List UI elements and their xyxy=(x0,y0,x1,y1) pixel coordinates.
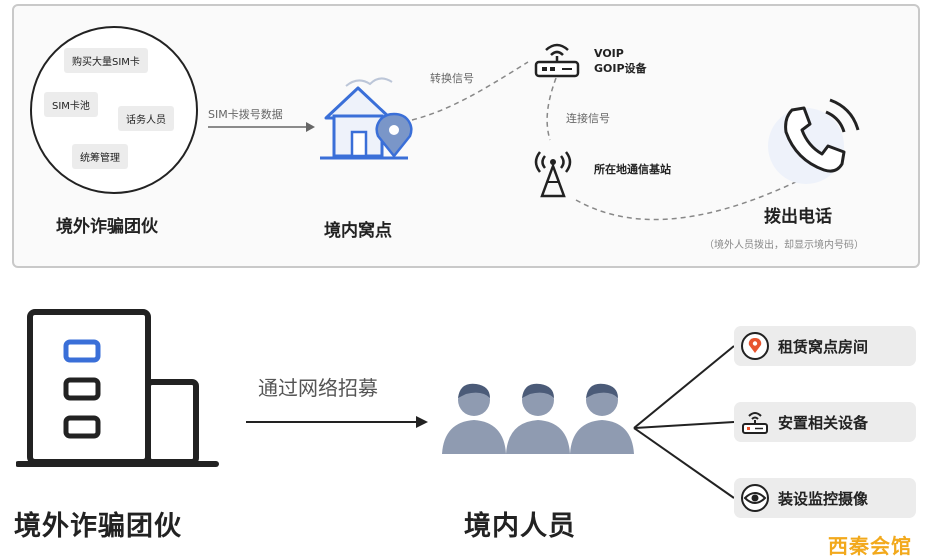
sim-dial-label: SIM卡拨号数据 xyxy=(208,108,283,121)
gang-label-top: 境外诈骗团伙 xyxy=(56,217,158,237)
eye-icon xyxy=(740,483,770,513)
action-install-devices: 安置相关设备 xyxy=(734,402,916,442)
action-install-cameras: 装设监控摄像 xyxy=(734,478,916,518)
connect-signal-label: 连接信号 xyxy=(566,112,610,125)
cell-tower-icon xyxy=(534,151,572,198)
action-label: 装设监控摄像 xyxy=(778,489,869,508)
action-label: 租赁窝点房间 xyxy=(778,337,869,356)
tag-operators: 话务人员 xyxy=(118,106,174,131)
action-label: 安置相关设备 xyxy=(778,413,869,432)
location-pin-icon xyxy=(740,331,770,361)
phone-icon xyxy=(768,98,860,184)
dial-out-label: 拨出电话 xyxy=(764,207,832,227)
device-label: VOIP GOIP设备 xyxy=(594,46,647,76)
gang-label-bottom: 境外诈骗团伙 xyxy=(14,511,182,542)
device-label-voip: VOIP xyxy=(594,47,624,60)
tag-sim-pool: SIM卡池 xyxy=(44,92,98,117)
people-label: 境内人员 xyxy=(464,511,576,542)
den-label-top: 境内窝点 xyxy=(324,221,392,241)
recruit-label: 通过网络招募 xyxy=(258,376,378,400)
people-icon xyxy=(442,383,634,454)
tag-buy-sim: 购买大量SIM卡 xyxy=(64,48,148,73)
house-icon xyxy=(320,77,413,160)
router-icon xyxy=(740,407,770,437)
convert-signal-label: 转换信号 xyxy=(430,72,474,85)
building-icon xyxy=(16,309,219,467)
base-station-label: 所在地通信基站 xyxy=(594,163,671,176)
sim-arrow xyxy=(208,122,315,132)
watermark: 西秦会馆 xyxy=(828,534,912,558)
branch-lines xyxy=(633,345,735,499)
device-label-goip: GOIP设备 xyxy=(594,62,647,75)
signal-paths xyxy=(411,61,801,221)
action-rent-room: 租赁窝点房间 xyxy=(734,326,916,366)
tag-coordination: 统筹管理 xyxy=(72,144,128,169)
dial-out-note: （境外人员拨出，却显示境内号码） xyxy=(704,240,864,251)
router-icon xyxy=(534,43,580,78)
recruit-arrow xyxy=(246,416,428,428)
